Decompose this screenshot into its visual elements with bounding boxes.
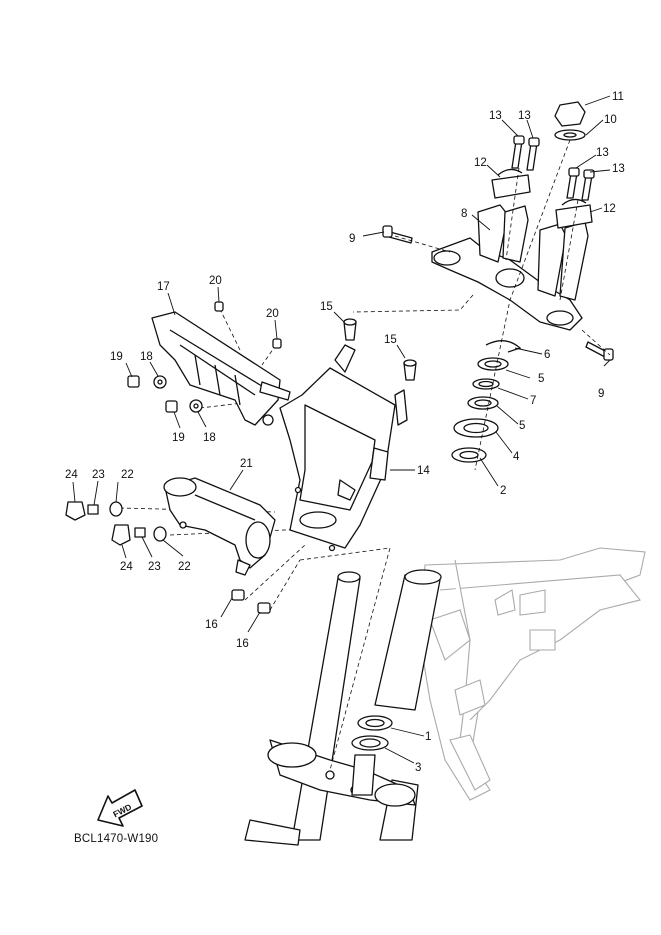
callout-17: 17 xyxy=(157,281,170,293)
callout-19a: 19 xyxy=(110,351,123,363)
pinch-bolt-right xyxy=(585,341,614,361)
callout-8: 8 xyxy=(461,208,467,220)
callout-24b: 24 xyxy=(120,561,133,573)
callout-14: 14 xyxy=(417,465,430,477)
callout-18a: 18 xyxy=(140,351,153,363)
pinch-bolt-left xyxy=(382,225,413,244)
callout-20b: 20 xyxy=(266,308,279,320)
callout-23b: 23 xyxy=(148,561,161,573)
callout-12b: 12 xyxy=(603,203,616,215)
callout-2: 2 xyxy=(500,485,506,497)
upper-bearing-stack xyxy=(451,340,522,463)
callout-6: 6 xyxy=(544,349,550,361)
lower-bearing-set xyxy=(351,715,393,751)
callout-22b: 22 xyxy=(178,561,191,573)
callout-11: 11 xyxy=(612,91,624,103)
handlebar-holder-left xyxy=(491,168,531,199)
grommets xyxy=(343,318,417,381)
callout-numbers: 1 2 3 4 5 5 6 7 8 9 9 10 11 12 12 13 13 … xyxy=(65,91,625,774)
steering-stem-nut xyxy=(554,101,586,141)
callout-13c: 13 xyxy=(596,147,609,159)
headlight-holder xyxy=(163,477,276,576)
cap-nuts-24-23-22 xyxy=(65,501,167,546)
callout-9b: 9 xyxy=(598,388,604,400)
callout-16a: 16 xyxy=(205,619,218,631)
callout-13a: 13 xyxy=(489,110,502,122)
callout-22a: 22 xyxy=(121,469,134,481)
callout-21: 21 xyxy=(240,458,253,470)
bracket-bolts-18-19 xyxy=(127,375,203,413)
bolts-16 xyxy=(231,589,271,614)
callout-9a: 9 xyxy=(349,233,355,245)
callout-15b: 15 xyxy=(384,334,397,346)
callout-15a: 15 xyxy=(320,301,333,313)
meter-bracket xyxy=(151,311,291,426)
handlebar-holder-right xyxy=(555,198,593,229)
callout-13b: 13 xyxy=(518,110,531,122)
fwd-arrow-icon: FWD xyxy=(97,789,143,827)
diagram-code: BCL1470-W190 xyxy=(74,833,159,845)
motorcycle-frame xyxy=(419,547,646,801)
callout-16b: 16 xyxy=(236,638,249,650)
callout-5a: 5 xyxy=(538,373,544,385)
callout-5b: 5 xyxy=(519,420,525,432)
callout-18b: 18 xyxy=(203,432,216,444)
headlight-stay xyxy=(279,344,408,552)
front-fork-assembly xyxy=(244,569,442,846)
callout-24a: 24 xyxy=(65,469,78,481)
leader-lines xyxy=(72,95,611,764)
callout-4: 4 xyxy=(513,451,520,463)
callout-7: 7 xyxy=(530,395,536,407)
callout-20a: 20 xyxy=(209,275,222,287)
upper-bracket xyxy=(431,204,589,331)
handlebar-bolts xyxy=(511,135,595,201)
callout-3: 3 xyxy=(415,762,421,774)
callout-10: 10 xyxy=(604,114,617,126)
callout-13d: 13 xyxy=(612,163,625,175)
callout-19b: 19 xyxy=(172,432,185,444)
callout-23a: 23 xyxy=(92,469,105,481)
callout-12a: 12 xyxy=(474,157,487,169)
callout-1: 1 xyxy=(425,731,431,743)
